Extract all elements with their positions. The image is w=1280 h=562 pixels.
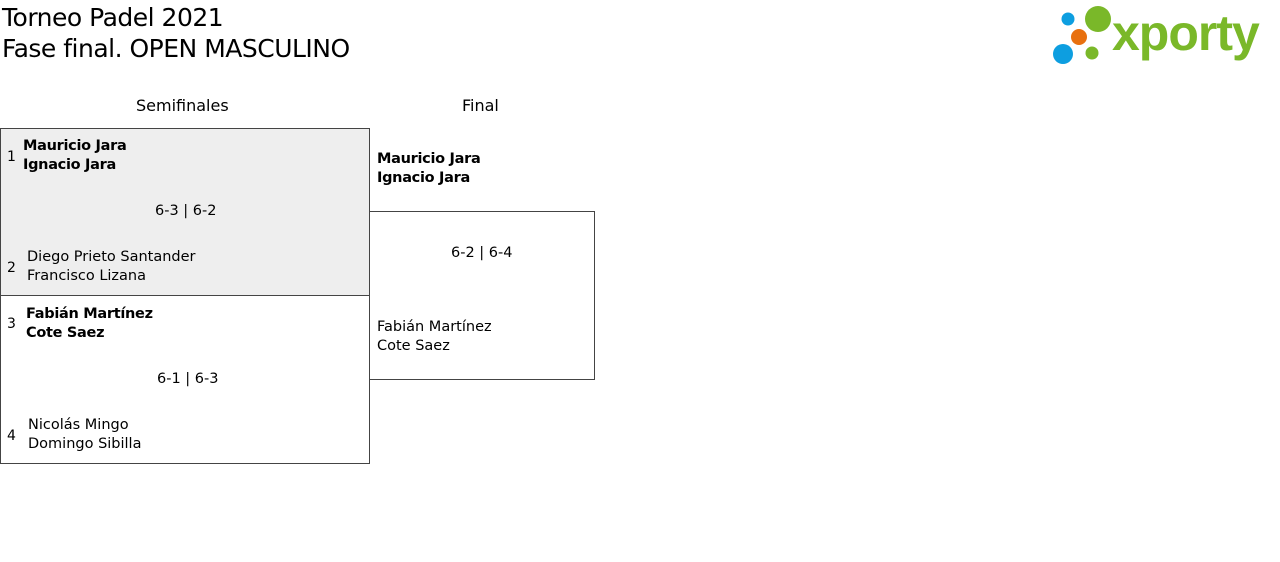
match-score: 6-3 | 6-2 bbox=[155, 203, 217, 219]
phase-title: Fase final. OPEN MASCULINO bbox=[2, 34, 350, 63]
player-name: Fabián Martínez bbox=[377, 319, 492, 335]
seed-number: 1 bbox=[7, 149, 16, 165]
player-name: Mauricio Jara bbox=[23, 138, 127, 154]
player-name: Ignacio Jara bbox=[23, 157, 116, 173]
round-label-semifinals: Semifinales bbox=[136, 96, 229, 115]
xporty-logo[interactable]: xporty bbox=[1050, 4, 1278, 68]
match-score: 6-1 | 6-3 bbox=[157, 371, 219, 387]
player-name: Francisco Lizana bbox=[27, 268, 147, 284]
seed-number: 4 bbox=[7, 428, 16, 444]
player-name: Cote Saez bbox=[377, 338, 450, 354]
player-name: Domingo Sibilla bbox=[28, 436, 142, 452]
tournament-name: Torneo Padel 2021 bbox=[2, 3, 224, 32]
player-name: Cote Saez bbox=[26, 325, 105, 341]
seed-number: 3 bbox=[7, 316, 16, 332]
logo-text: xporty bbox=[1112, 5, 1260, 61]
seed-number: 2 bbox=[7, 260, 16, 276]
round-label-final: Final bbox=[462, 96, 499, 115]
final-match[interactable] bbox=[369, 211, 595, 380]
player-name: Diego Prieto Santander bbox=[27, 249, 196, 265]
final-score: 6-2 | 6-4 bbox=[451, 245, 513, 261]
player-name: Nicolás Mingo bbox=[28, 417, 129, 433]
player-name: Ignacio Jara bbox=[377, 170, 470, 186]
logo-dots-icon bbox=[1053, 6, 1111, 64]
player-name: Fabián Martínez bbox=[26, 306, 153, 322]
player-name: Mauricio Jara bbox=[377, 151, 481, 167]
semifinal-match-1[interactable] bbox=[0, 128, 370, 296]
